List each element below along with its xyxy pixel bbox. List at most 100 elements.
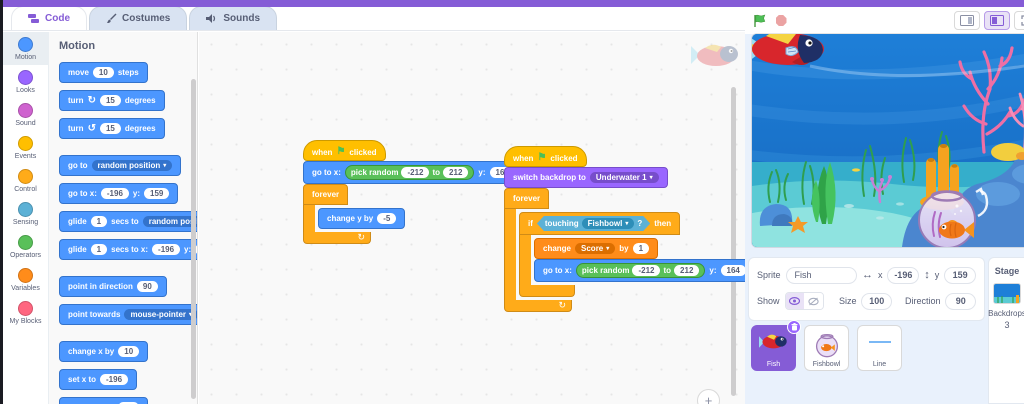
category-motion[interactable]: Motion <box>3 32 48 65</box>
y-input[interactable]: 159 <box>944 266 976 284</box>
dropdown-score[interactable]: Score▾ <box>575 243 616 254</box>
number-input[interactable]: -196 <box>152 244 181 255</box>
block-text: to <box>663 266 672 275</box>
number-input[interactable]: 1 <box>90 244 108 255</box>
small-stage-button[interactable] <box>954 11 980 30</box>
category-looks[interactable]: Looks <box>3 65 48 98</box>
sprite-thumbnail-line[interactable]: Line <box>857 325 902 371</box>
number-input[interactable]: 15 <box>99 123 121 134</box>
show-sprite-button[interactable] <box>785 293 805 309</box>
number-input[interactable]: 10 <box>92 67 114 78</box>
category-sensing[interactable]: Sensing <box>3 197 48 230</box>
direction-input[interactable]: 90 <box>945 292 976 310</box>
category-events[interactable]: Events <box>3 131 48 164</box>
stop-button[interactable] <box>772 12 790 30</box>
block-text: turn <box>68 124 84 133</box>
dropdown-underwater-1[interactable]: Underwater 1▾ <box>589 172 659 183</box>
category-control[interactable]: Control <box>3 164 48 197</box>
palette-scrollbar[interactable] <box>191 79 196 399</box>
number-input[interactable]: 15 <box>99 95 121 106</box>
block-when-flag-clicked[interactable]: when⚑clicked <box>303 140 386 161</box>
hide-sprite-button[interactable] <box>804 293 823 309</box>
number-input[interactable]: -212 <box>632 265 661 276</box>
stage-selector-panel[interactable]: Stage Backdrops 3 <box>988 257 1024 404</box>
green-flag-button[interactable] <box>751 12 769 30</box>
number-input[interactable]: 10 <box>118 346 140 357</box>
fishbowl-sprite[interactable] <box>918 190 976 248</box>
tab-costumes[interactable]: Costumes <box>89 6 188 30</box>
block-text: go to x: <box>68 189 97 198</box>
number-input[interactable]: -5 <box>377 213 397 224</box>
category-sound[interactable]: Sound <box>3 98 48 131</box>
sprite-thumbnail-fish[interactable]: Fish <box>751 320 801 371</box>
number-input[interactable]: -196 <box>100 188 129 199</box>
direction-label: Direction <box>904 296 941 306</box>
fish-sprite[interactable] <box>752 34 824 65</box>
number-input[interactable]: 212 <box>443 167 469 178</box>
tab-code[interactable]: Code <box>11 6 87 30</box>
number-input[interactable]: -196 <box>100 374 129 385</box>
large-stage-button[interactable] <box>984 11 1010 30</box>
size-input[interactable]: 100 <box>861 292 892 310</box>
dropdown-fishbowl[interactable]: Fishbowl▾ <box>582 218 635 229</box>
number-input[interactable]: 159 <box>144 188 170 199</box>
dropdown-random-position[interactable]: random position▾ <box>142 216 197 227</box>
tab-sounds[interactable]: Sounds <box>189 6 278 30</box>
category-my-blocks[interactable]: My Blocks <box>3 296 48 329</box>
x-input[interactable]: -196 <box>887 266 920 284</box>
category-variables[interactable]: Variables <box>3 263 48 296</box>
palette-block-set-x-to[interactable]: set x to-196 <box>59 369 138 390</box>
delete-sprite-button[interactable] <box>787 320 801 334</box>
block-forever-loop[interactable]: forever <box>504 188 550 209</box>
number-input[interactable]: 212 <box>674 265 700 276</box>
zoom-in-button[interactable]: + <box>697 389 720 404</box>
fullscreen-button[interactable] <box>1014 11 1024 30</box>
dropdown-mouse-pointer[interactable]: mouse-pointer▾ <box>124 309 197 320</box>
number-input[interactable]: -212 <box>401 167 430 178</box>
sprite-name-input[interactable]: Fish <box>785 266 857 284</box>
block-forever-loop[interactable]: forever <box>303 184 349 205</box>
backdrop-thumbnail[interactable] <box>993 283 1021 304</box>
paintbrush-icon <box>106 13 117 24</box>
category-operators[interactable]: Operators <box>3 230 48 263</box>
number-input[interactable]: 159 <box>195 244 197 255</box>
number-input[interactable]: 1 <box>632 243 650 254</box>
dropdown-random-position[interactable]: random position▾ <box>91 160 173 171</box>
block-change-y-by[interactable]: change y by-5 <box>318 208 406 229</box>
number-input[interactable]: 1 <box>90 216 108 227</box>
canvas-scrollbar[interactable] <box>731 87 736 396</box>
block-when-flag-clicked[interactable]: when⚑clicked <box>504 146 587 167</box>
stage-backdrop-underwater <box>752 34 1024 247</box>
number-input[interactable]: 164 <box>720 265 745 276</box>
stage[interactable] <box>752 34 1024 247</box>
number-input[interactable]: 164 <box>489 167 515 178</box>
sprite-thumbnail-fishbowl[interactable]: Fishbowl <box>804 325 849 371</box>
number-input[interactable]: 90 <box>136 281 158 292</box>
